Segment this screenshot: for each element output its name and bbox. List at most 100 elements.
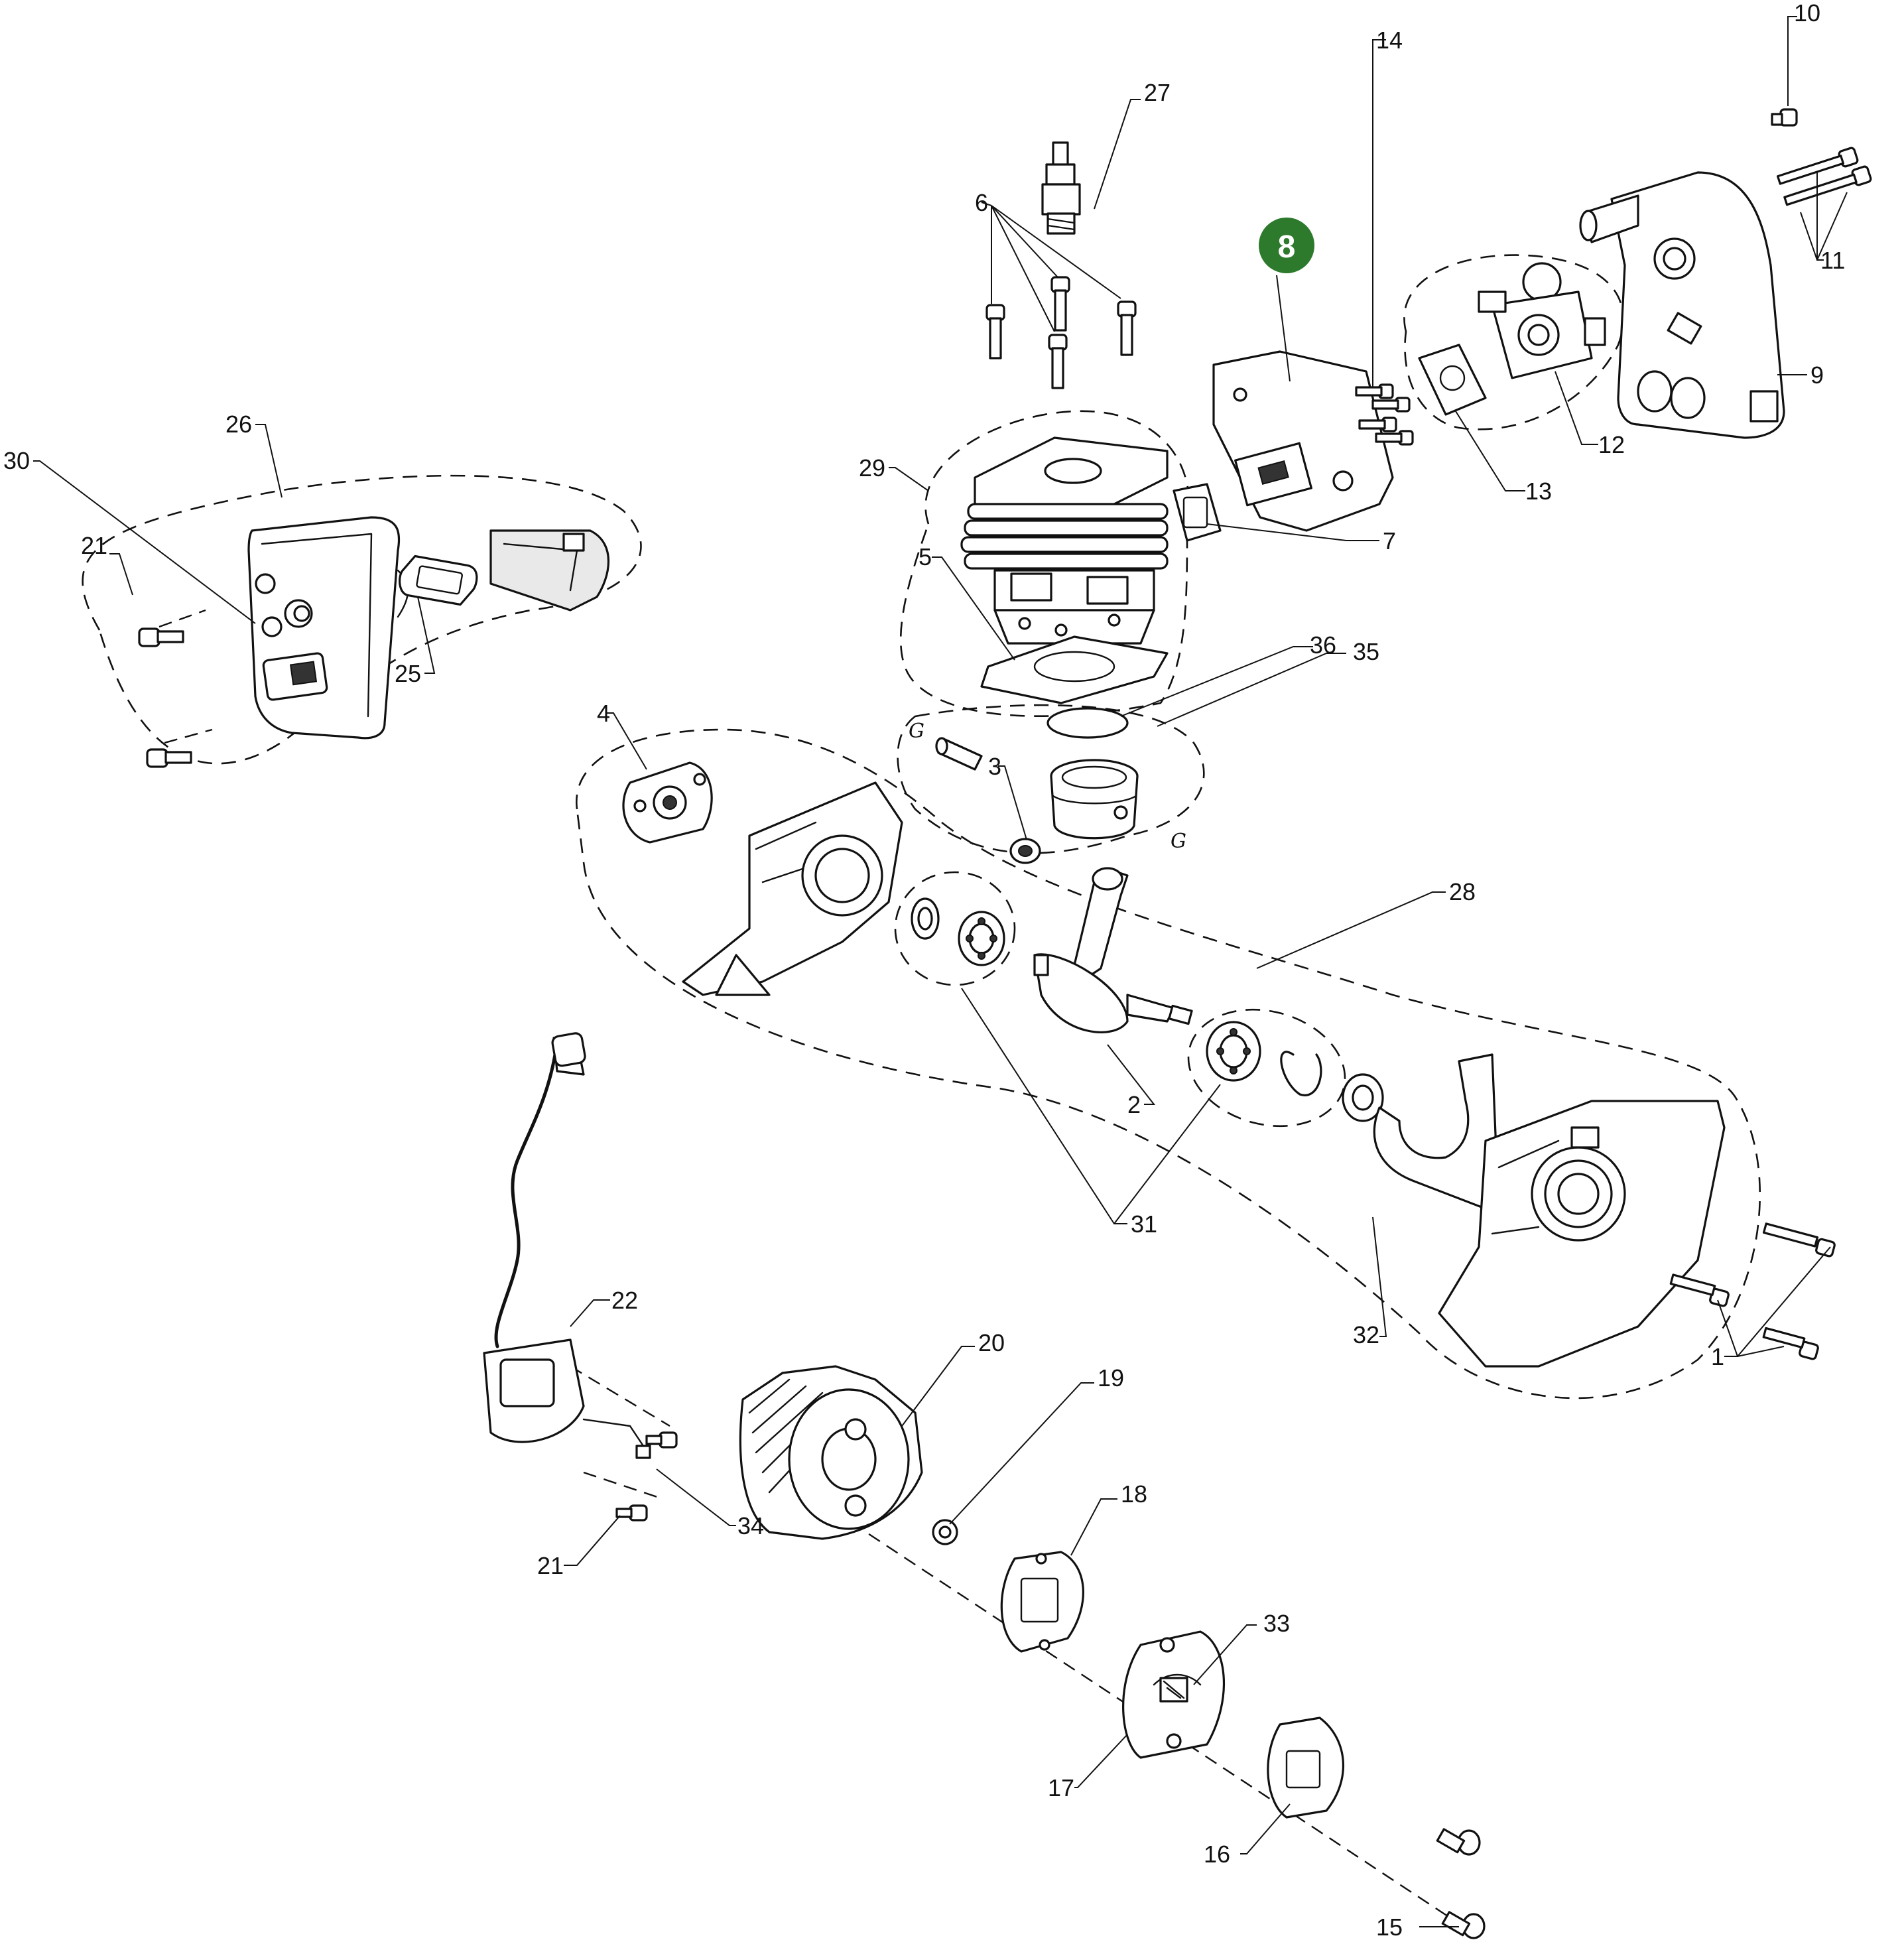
- bearing-left-part: [958, 911, 1005, 966]
- muffler-part: [247, 516, 409, 740]
- callout-22: 22: [611, 1287, 638, 1314]
- intake-baffle-part: [1212, 350, 1394, 532]
- leader-lines: [33, 16, 1848, 1927]
- group-outline-cylinder: [900, 410, 1190, 717]
- callout-10: 10: [1794, 0, 1820, 27]
- shield-plate-part: [1373, 1053, 1500, 1215]
- flywheel-part: [739, 1365, 923, 1540]
- callout-20: 20: [978, 1329, 1005, 1356]
- callout-18: 18: [1121, 1480, 1147, 1508]
- crankcase-left-part: [682, 781, 903, 996]
- clutch-cover-plate-part: [1267, 1717, 1345, 1819]
- callout-5: 5: [919, 543, 932, 570]
- clutch-bolt-2: [1441, 1911, 1486, 1939]
- clutch-part: [1122, 1630, 1225, 1759]
- clutch-drum-part: [1000, 1551, 1084, 1653]
- callout-11: 11: [1820, 247, 1845, 274]
- callout-21-upper: 21: [81, 532, 107, 559]
- piston-part: [1050, 759, 1139, 840]
- callout-9: 9: [1810, 361, 1824, 389]
- ignition-bolt-upper: [645, 1431, 678, 1449]
- piston-pin-part: [935, 737, 983, 771]
- group-outline-bearing-left: [894, 871, 1016, 986]
- clutch-bolt-1: [1436, 1828, 1481, 1856]
- callout-28: 28: [1449, 878, 1476, 905]
- starter-housing-part: [622, 761, 713, 844]
- callout-8-highlight[interactable]: 8: [1259, 218, 1314, 273]
- callout-1: 1: [1711, 1343, 1724, 1370]
- callout-14: 14: [1376, 27, 1403, 54]
- group-outline-piston: [897, 704, 1205, 854]
- callout-19: 19: [1098, 1364, 1124, 1392]
- callout-16: 16: [1204, 1841, 1230, 1868]
- intake-gasket-part: [1173, 483, 1222, 542]
- flywheel-nut-part: [932, 1519, 958, 1545]
- heat-shield-part: [489, 529, 610, 612]
- callout-27: 27: [1144, 79, 1171, 106]
- callout-17: 17: [1048, 1774, 1074, 1801]
- air-box-bolt-long-2: [1783, 165, 1872, 206]
- callout-4: 4: [597, 700, 610, 727]
- circlip-part: [1280, 1051, 1322, 1096]
- seal-left-part: [911, 897, 940, 940]
- ignition-bolt-lower: [615, 1504, 648, 1522]
- callout-35: 35: [1353, 638, 1379, 665]
- grease-mark-g-upper: G: [909, 720, 924, 743]
- carburetor-screw-4: [1375, 430, 1414, 446]
- group-outline-muffler: [82, 474, 642, 765]
- callout-34: 34: [737, 1512, 764, 1539]
- callout-31: 31: [1131, 1210, 1157, 1238]
- muffler-bolt-lower: [146, 748, 192, 768]
- air-box-bolt-small: [1771, 108, 1798, 127]
- group-outline-carburetor: [1403, 254, 1624, 430]
- callout-25: 25: [395, 660, 421, 687]
- axis-line-clutch: [815, 1498, 1480, 1938]
- crankcase-bolt-3: [1762, 1327, 1819, 1360]
- crankcase-bolt-2: [1669, 1273, 1730, 1307]
- axis-line-ignition: [570, 1365, 670, 1500]
- ignition-module-part: [483, 1032, 651, 1459]
- callout-15: 15: [1376, 1914, 1403, 1941]
- seal-right-part: [1342, 1073, 1384, 1122]
- callout-6: 6: [975, 189, 988, 216]
- cylinder-bolt-4: [1117, 300, 1137, 356]
- carburetor-gasket-part: [1418, 344, 1487, 416]
- piston-ring-part: [1047, 707, 1129, 739]
- muffler-bolt-upper: [138, 627, 184, 647]
- cylinder-part: [960, 436, 1169, 645]
- carburetor-part: [1478, 262, 1606, 379]
- crankcase-right-part: [1438, 1100, 1726, 1368]
- cylinder-bolt-3: [1048, 334, 1068, 389]
- callout-13: 13: [1525, 478, 1552, 505]
- callout-8-badge: [1259, 218, 1314, 273]
- grease-mark-g-lower: G: [1171, 830, 1186, 853]
- callout-8: 8: [1278, 229, 1296, 265]
- callout-2: 2: [1127, 1091, 1141, 1118]
- crankshaft-part: [1033, 867, 1193, 1033]
- callout-33: 33: [1263, 1610, 1290, 1637]
- callout-36: 36: [1310, 631, 1336, 659]
- carburetor-screw-2: [1371, 397, 1411, 413]
- muffler-gasket-part: [399, 554, 478, 606]
- carburetor-screw-3: [1358, 417, 1397, 432]
- air-box-part: [1579, 171, 1785, 439]
- spark-plug-part: [1041, 141, 1081, 235]
- needle-bearing-part: [1009, 838, 1041, 864]
- callout-26: 26: [225, 411, 252, 438]
- bearing-right-part: [1206, 1021, 1261, 1082]
- group-outline-bearing-right: [1187, 1008, 1346, 1128]
- cylinder-bolt-1: [985, 304, 1005, 359]
- callout-29: 29: [859, 454, 885, 482]
- crankcase-bolt-1: [1762, 1222, 1836, 1258]
- cylinder-bolt-2: [1050, 276, 1070, 332]
- callout-3: 3: [988, 753, 1001, 780]
- callout-7: 7: [1383, 527, 1396, 554]
- cylinder-base-gasket-part: [980, 635, 1169, 704]
- callout-30: 30: [3, 447, 30, 474]
- carburetor-screw-1: [1355, 383, 1394, 399]
- callout-21-lower: 21: [537, 1552, 564, 1579]
- callout-12: 12: [1598, 431, 1625, 458]
- callout-32: 32: [1353, 1321, 1379, 1348]
- air-box-bolt-long-1: [1776, 147, 1859, 185]
